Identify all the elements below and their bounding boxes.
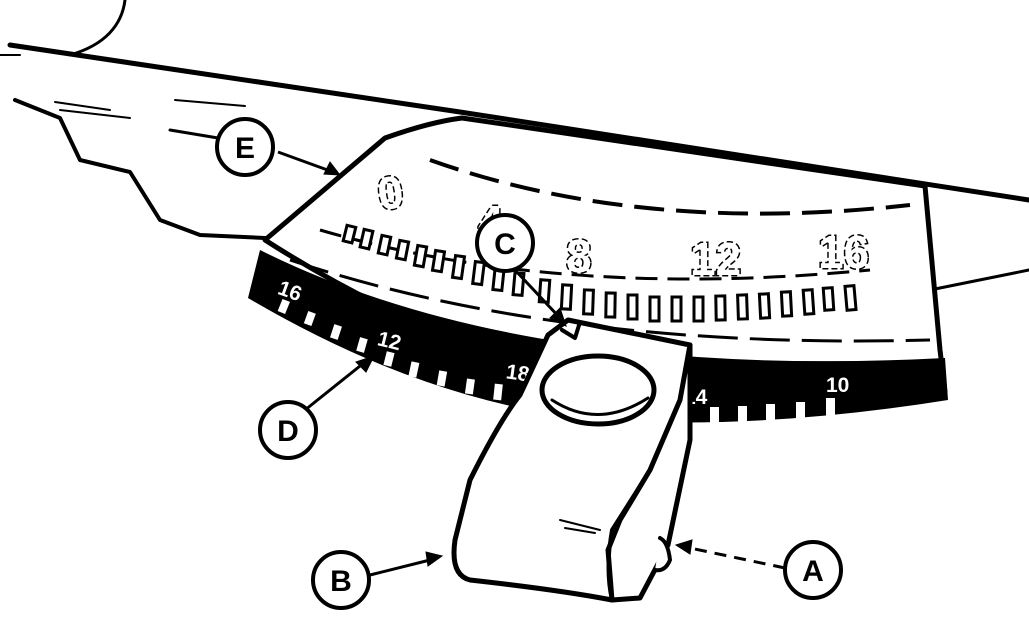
callout-leaders: [277, 150, 786, 577]
callout-A-label: A: [802, 555, 824, 588]
callout-C: C: [475, 213, 535, 273]
callout-E: E: [215, 117, 275, 177]
upper-number-8: 8: [566, 230, 592, 282]
callout-A: A: [783, 540, 843, 600]
upper-tick-marks: [341, 223, 858, 323]
table-body-outline: [0, 0, 1029, 292]
callout-B: B: [311, 550, 371, 610]
lower-tick-marks: [277, 298, 835, 425]
callout-B-label: B: [330, 565, 352, 598]
lock-handle: [451, 317, 693, 603]
callout-D-label: D: [277, 415, 299, 448]
upper-number-16: 16: [818, 226, 869, 278]
callout-D: D: [258, 400, 318, 460]
lock-knob: [539, 353, 657, 427]
upper-number-12: 12: [690, 233, 741, 285]
callout-E-label: E: [235, 132, 255, 165]
lower-number-12: 12: [375, 327, 403, 355]
callout-C-label: C: [494, 228, 516, 261]
lower-number-10: 10: [826, 374, 849, 397]
